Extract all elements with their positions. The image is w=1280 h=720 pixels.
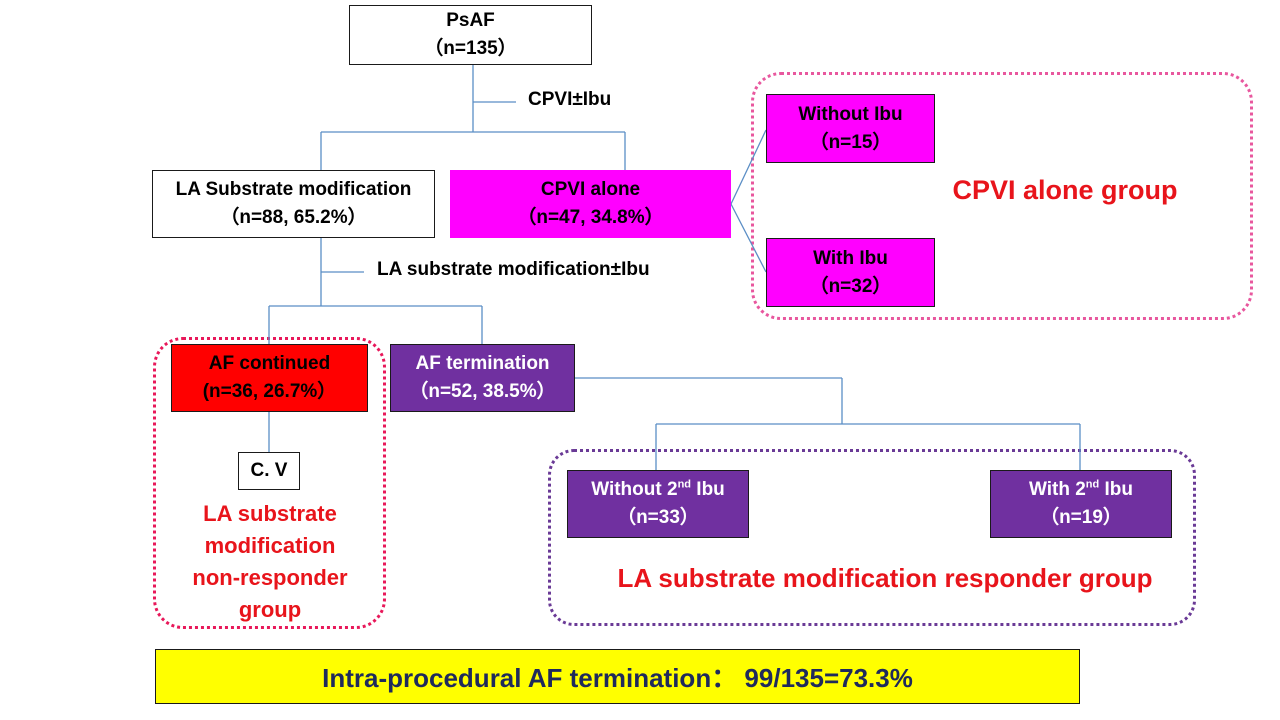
- node-af-termination-title: AF termination: [415, 353, 550, 374]
- edge-label-la-substrate-ibu: LA substrate modification±Ibu: [377, 259, 650, 280]
- connector-to-without-ibu: [730, 129, 767, 205]
- node-la-substrate-title: LA Substrate modification: [175, 179, 412, 200]
- group-label-non-responder-line-1: LA substrate: [203, 501, 337, 526]
- title-post: Ibu: [691, 479, 725, 500]
- node-without-ibu: Without Ibu （n=15）: [766, 94, 935, 163]
- node-cv-title: C. V: [250, 460, 288, 481]
- node-psaf-title: PsAF: [446, 10, 495, 31]
- node-la-substrate-count: （n=88, 65.2%）: [220, 207, 367, 228]
- node-af-continued-count: (n=36, 26.7%）: [202, 381, 337, 402]
- ordinal-suffix: nd: [677, 478, 692, 491]
- node-with-2nd-ibu-count: （n=19）: [1040, 507, 1122, 528]
- node-cpvi-alone-title: CPVI alone: [540, 179, 641, 200]
- node-cpvi-alone: CPVI alone （n=47, 34.8%）: [450, 170, 731, 238]
- ordinal-suffix: nd: [1085, 478, 1100, 491]
- connector-to-with-ibu: [730, 203, 767, 273]
- group-label-non-responder-line-4: group: [238, 597, 302, 622]
- group-label-non-responder-line-2: modification: [204, 533, 336, 558]
- node-without-2nd-ibu-count: （n=33）: [617, 507, 699, 528]
- node-without-2nd-ibu: Without 2nd Ibu （n=33）: [567, 470, 749, 538]
- node-with-ibu-title: With Ibu: [813, 247, 888, 269]
- node-without-ibu-title: Without Ibu: [798, 103, 903, 125]
- node-without-2nd-ibu-title: Without 2nd Ibu: [591, 476, 725, 504]
- node-af-continued-title: AF continued: [208, 353, 331, 374]
- node-with-2nd-ibu: With 2nd Ibu （n=19）: [990, 470, 1172, 538]
- node-without-ibu-count: （n=15）: [809, 131, 892, 153]
- node-psaf-count: （n=135）: [424, 38, 517, 59]
- cpvi-alone-group-outline: [751, 72, 1253, 320]
- node-af-termination-count: （n=52, 38.5%）: [409, 381, 556, 402]
- edge-label-cpvi-ibu: CPVI±Ibu: [528, 89, 612, 110]
- title-post: Ibu: [1099, 479, 1134, 500]
- node-la-substrate-modification: LA Substrate modification （n=88, 65.2%）: [152, 170, 435, 238]
- node-af-termination: AF termination （n=52, 38.5%）: [390, 344, 575, 412]
- node-with-ibu-count: （n=32）: [809, 275, 892, 297]
- node-cv: C. V: [238, 452, 300, 490]
- node-af-continued: AF continued (n=36, 26.7%）: [171, 344, 368, 412]
- node-with-2nd-ibu-title: With 2nd Ibu: [1029, 476, 1133, 504]
- summary-text: Intra-procedural AF termination： 99/135=…: [322, 663, 913, 693]
- summary-banner: Intra-procedural AF termination： 99/135=…: [155, 649, 1080, 704]
- responder-group-outline: [548, 449, 1196, 626]
- node-cpvi-alone-count: （n=47, 34.8%）: [517, 207, 664, 228]
- group-label-non-responder-line-3: non-responder: [192, 565, 348, 590]
- title-pre: With 2: [1028, 479, 1086, 500]
- title-pre: Without 2: [591, 479, 678, 500]
- group-label-cpvi-alone: CPVI alone group: [952, 175, 1178, 205]
- group-label-responder: LA substrate modification responder grou…: [617, 563, 1153, 593]
- node-psaf: PsAF （n=135）: [349, 5, 592, 65]
- node-with-ibu: With Ibu （n=32）: [766, 238, 935, 307]
- group-label-non-responder: LA substrate modification non-responder …: [170, 498, 370, 626]
